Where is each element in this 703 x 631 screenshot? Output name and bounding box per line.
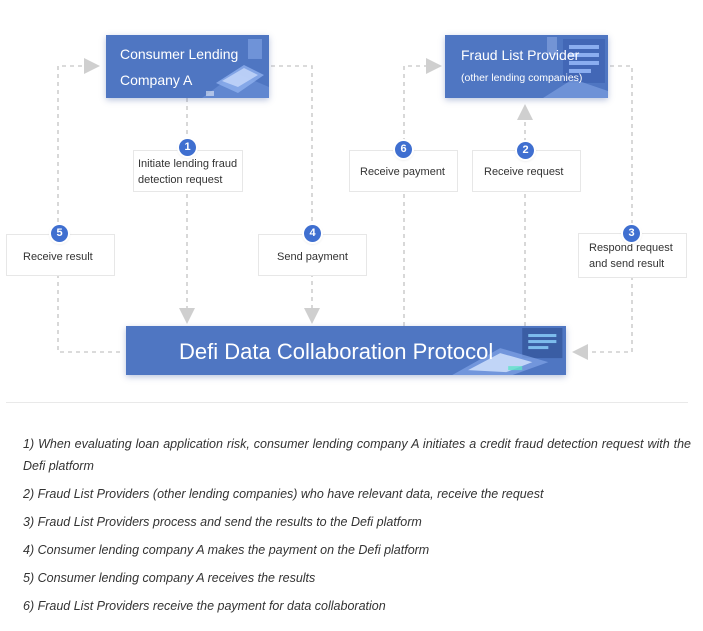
step-1-label-line2: detection request [138, 174, 223, 186]
consumer-title-line1: Consumer Lending [120, 46, 239, 62]
step-3-badge: 3 [623, 225, 640, 242]
protocol-title: Defi Data Collaboration Protocol [179, 339, 494, 364]
step-6-label: Receive payment [360, 166, 445, 178]
connector-step6 [403, 58, 442, 326]
step-1-badge: 1 [179, 139, 196, 156]
step-3-label-line1: Respond request [589, 242, 673, 254]
step-1-label-line1: Initiate lending fraud [138, 158, 238, 170]
step-description-3: 3) Fraud List Providers process and send… [23, 515, 422, 529]
step-description-4: 4) Consumer lending company A makes the … [23, 543, 430, 557]
step-2-badge: 2 [517, 142, 534, 159]
step-5-label: Receive result [23, 251, 93, 263]
defi-protocol-box: Defi Data Collaboration Protocol [126, 326, 566, 375]
provider-title-line2: (other lending companies) [461, 72, 583, 84]
connector-step5 [57, 58, 120, 353]
consumer-lending-box: Consumer Lending Company A [106, 35, 269, 98]
connector-step4 [271, 65, 320, 324]
step-5-badge: 5 [51, 225, 68, 242]
step-description-5: 5) Consumer lending company A receives t… [23, 571, 316, 585]
fraud-list-provider-box: Fraud List Provider (other lending compa… [445, 35, 608, 98]
section-divider [6, 402, 688, 403]
step-1-card: Initiate lending fraud detection request [133, 150, 243, 192]
step-4-badge: 4 [304, 225, 321, 242]
step-descriptions: 1) When evaluating loan application risk… [23, 433, 691, 623]
step-description-6: 6) Fraud List Providers receive the paym… [23, 599, 386, 613]
provider-title-line1: Fraud List Provider [461, 47, 580, 63]
laptop-server-illustration-icon [451, 328, 562, 375]
step-4-label: Send payment [277, 251, 348, 263]
step-description-2: 2) Fraud List Providers (other lending c… [23, 487, 544, 501]
consumer-title-line2: Company A [120, 72, 193, 88]
connector-step3 [572, 65, 633, 360]
laptop-illustration-icon [202, 38, 269, 98]
server-illustration-icon [543, 36, 608, 98]
step-description-1: 1) When evaluating loan application risk… [23, 437, 691, 473]
step-6-badge: 6 [395, 141, 412, 158]
step-2-label: Receive request [484, 166, 564, 178]
step-3-label-line2: and send result [589, 258, 665, 270]
